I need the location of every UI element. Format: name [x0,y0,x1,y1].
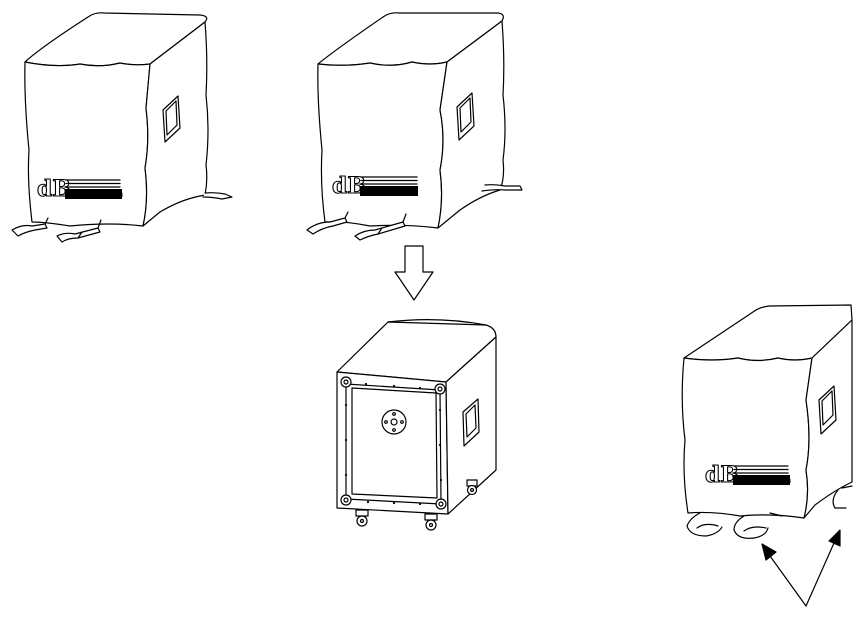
down-arrow-icon [395,246,433,300]
uncovered-subwoofer [337,320,496,530]
caster [356,510,368,526]
caster [467,480,477,495]
svg-text:TECHNOLOGIES: TECHNOLOGIES [735,478,791,485]
svg-text:TECHNOLOGIES: TECHNOLOGIES [362,189,418,196]
pointer-arrow-icon [806,530,840,606]
covered-subwoofer-a: dB TECHNOLOGIES [12,13,232,242]
svg-text:TECHNOLOGIES: TECHNOLOGIES [67,192,123,199]
db-technologies-logo: dB TECHNOLOGIES [705,462,791,488]
covered-subwoofer-casters: dB TECHNOLOGIES [682,305,852,538]
db-technologies-logo: dB TECHNOLOGIES [332,173,418,199]
db-technologies-logo: dB TECHNOLOGIES [37,176,123,202]
caster [425,514,437,530]
covered-subwoofer-b: dB TECHNOLOGIES [307,13,522,240]
pointer-arrow-icon [762,544,806,606]
